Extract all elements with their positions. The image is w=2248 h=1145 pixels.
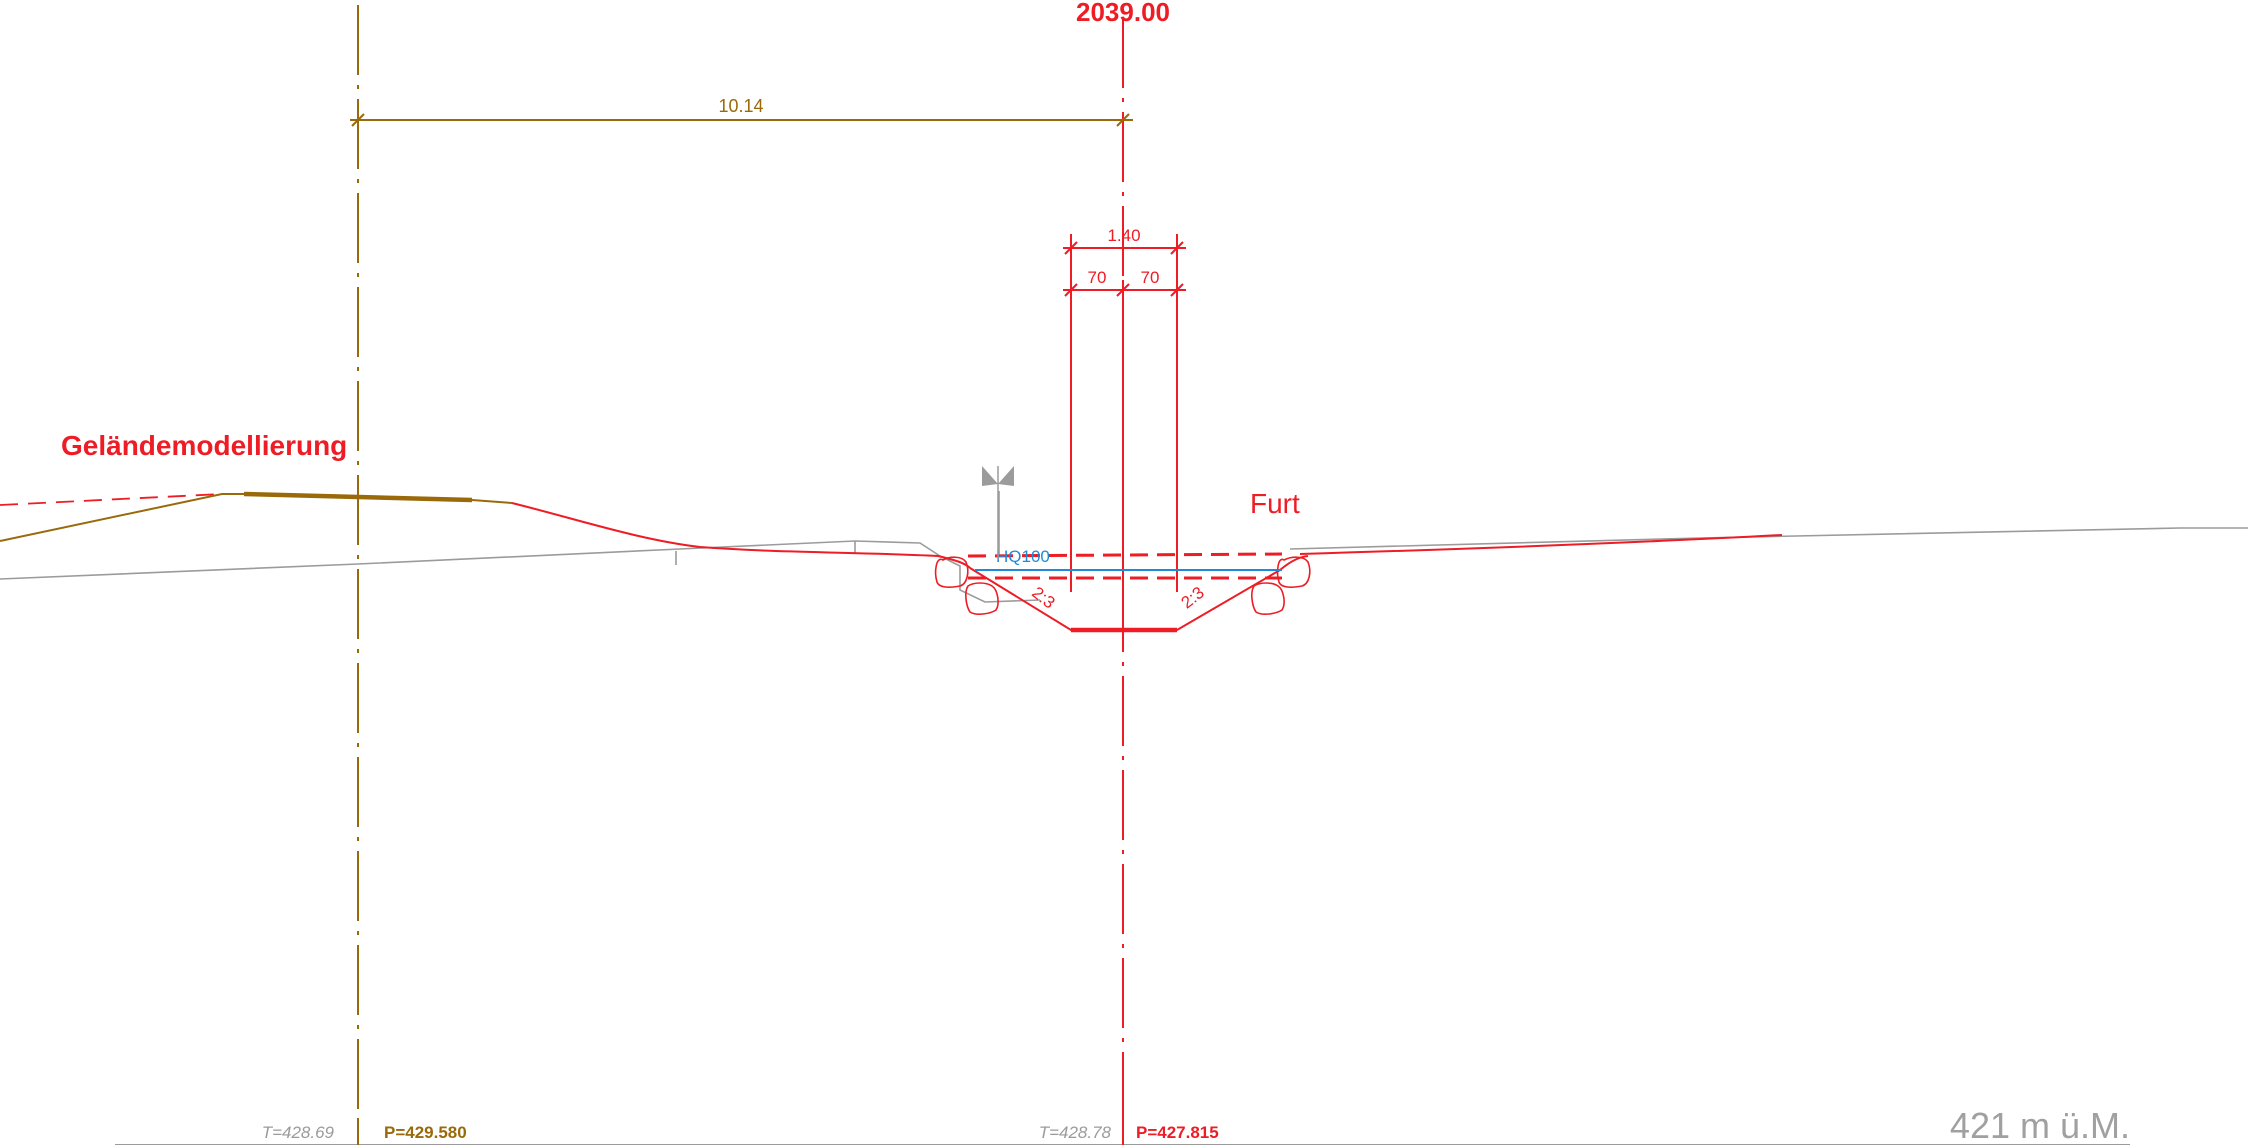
projected-terrain-dashed bbox=[0, 493, 223, 506]
dimension-total-width: 1.40 bbox=[1107, 226, 1140, 245]
slope-right-label: 2:3 bbox=[1177, 583, 1207, 613]
dimension-right-half: 70 bbox=[1141, 268, 1160, 287]
dimension-left-half: 70 bbox=[1088, 268, 1107, 287]
dimension-offset bbox=[350, 113, 1133, 127]
ford-label: Furt bbox=[1250, 488, 1300, 519]
datum-elevation-label: 421 m ü.M. bbox=[1950, 1105, 2130, 1145]
dimension-offset-value: 10.14 bbox=[718, 96, 763, 116]
project-terrain-line bbox=[511, 502, 939, 557]
center-project-elevation: P=427.815 bbox=[1136, 1123, 1219, 1142]
water-level-marker-icon bbox=[982, 466, 1014, 560]
station-label: 2039.00 bbox=[1076, 0, 1170, 27]
existing-terrain-line bbox=[0, 491, 2248, 603]
terrain-modelling-line bbox=[0, 491, 513, 542]
left-project-elevation: P=429.580 bbox=[384, 1123, 467, 1142]
ford-channel bbox=[934, 552, 1311, 633]
dimension-channel bbox=[1063, 234, 1186, 592]
terrain-modelling-label: Geländemodellierung bbox=[61, 430, 347, 461]
center-terrain-elevation: T=428.78 bbox=[1039, 1123, 1112, 1142]
hq100-label: HQ100 bbox=[996, 547, 1050, 566]
left-terrain-elevation: T=428.69 bbox=[262, 1123, 335, 1142]
slope-left-label: 2:3 bbox=[1028, 583, 1058, 613]
project-terrain-line-right bbox=[1299, 534, 1783, 555]
